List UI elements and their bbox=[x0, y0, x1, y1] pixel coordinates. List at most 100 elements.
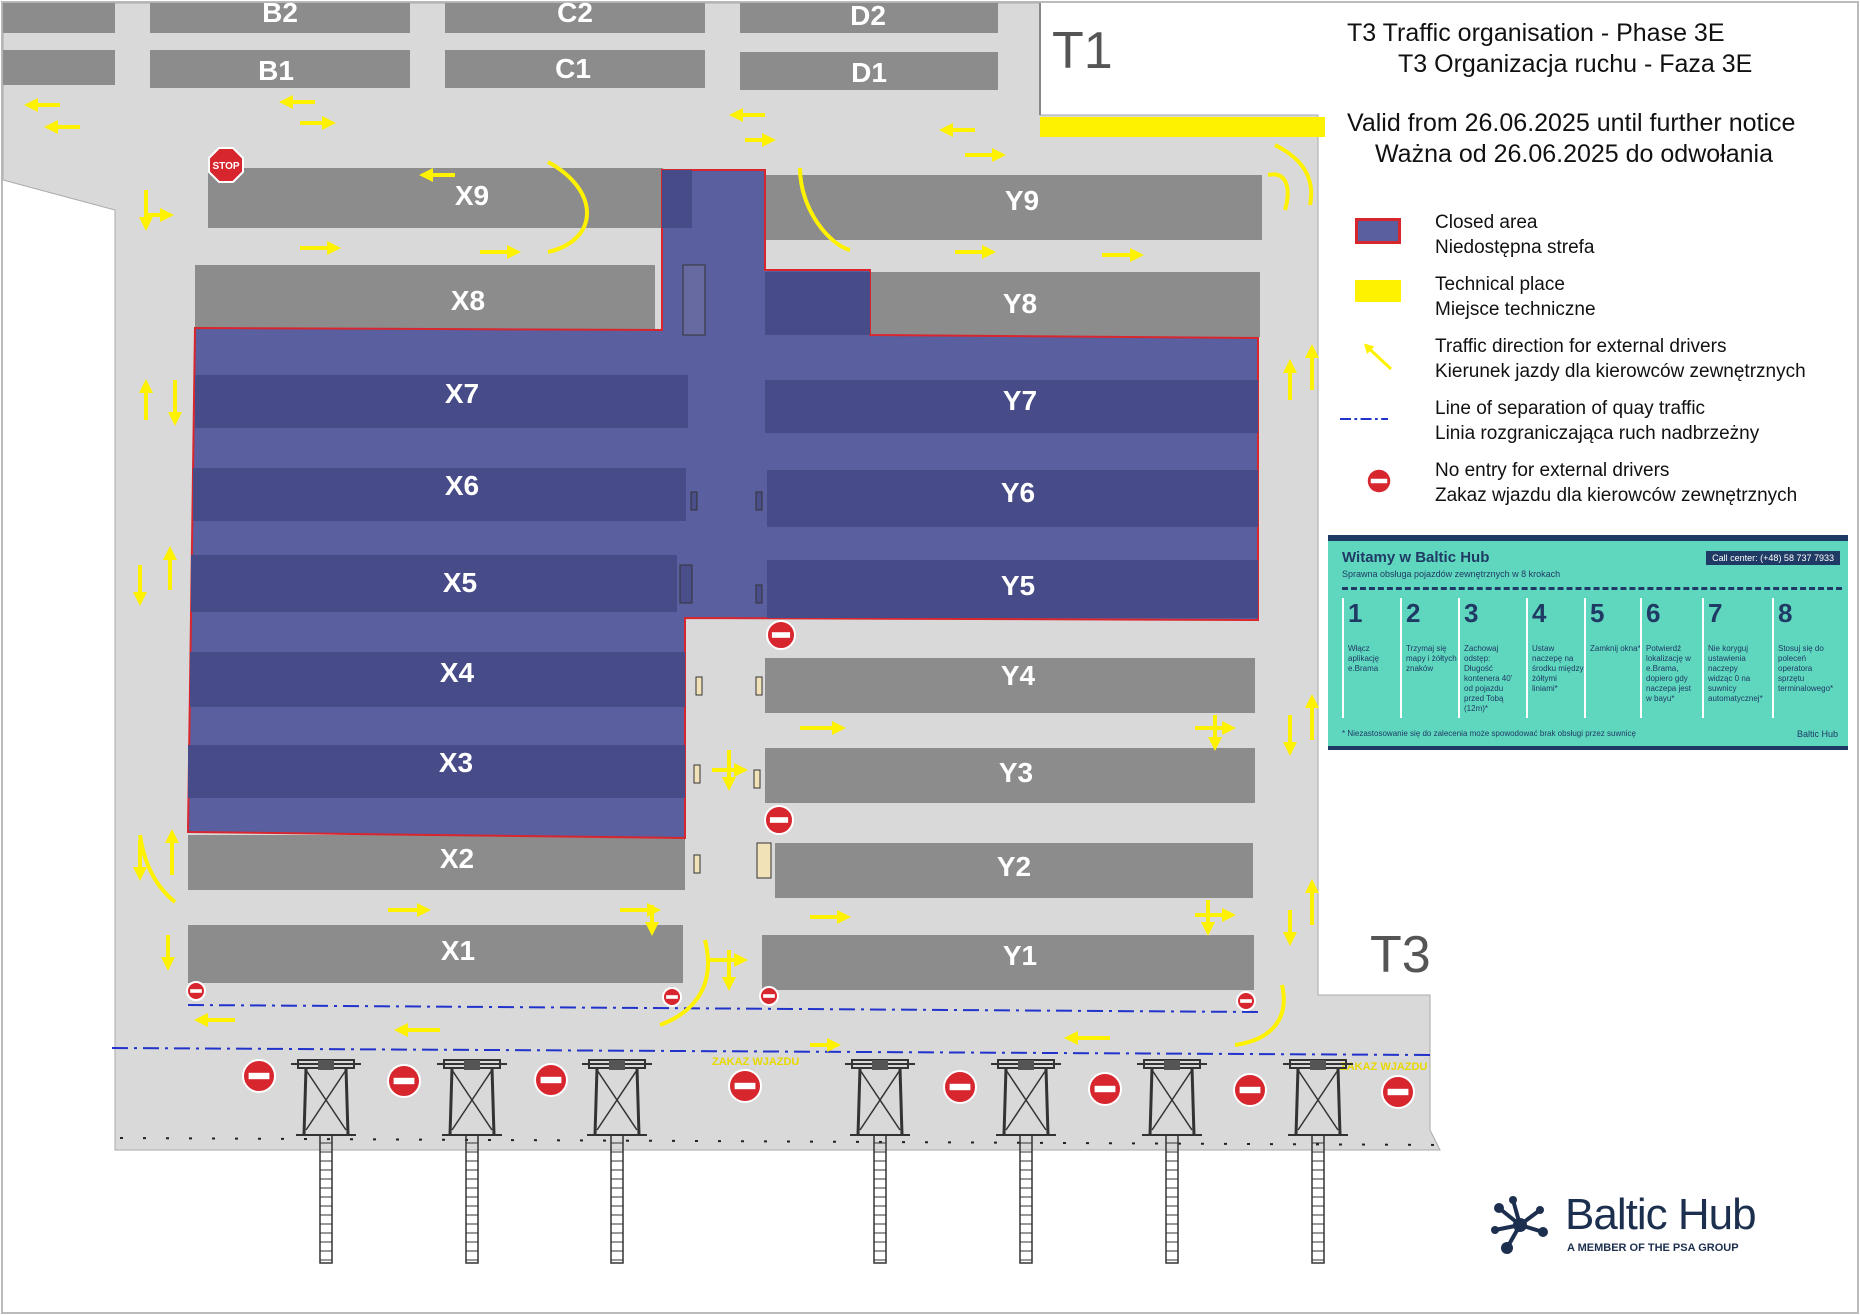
traffic-arrow bbox=[279, 95, 315, 109]
block-B2 bbox=[150, 3, 410, 33]
traffic-arrow bbox=[1283, 910, 1297, 946]
closed-block-Y8 bbox=[765, 272, 870, 335]
legend-en: Closed area bbox=[1435, 212, 1538, 233]
step-number: 2 bbox=[1406, 598, 1421, 628]
step-text: Potwierdź lokalizację w e.Brama, dopiero… bbox=[1646, 644, 1691, 703]
traffic-arrow bbox=[44, 120, 80, 134]
step-number: 1 bbox=[1348, 598, 1363, 628]
zone-label-T1: T1 bbox=[1052, 22, 1113, 80]
label-Y4: Y4 bbox=[1001, 660, 1036, 691]
traffic-arrow bbox=[712, 763, 748, 777]
legend-pl: Niedostępna strefa bbox=[1435, 237, 1595, 258]
no-entry-sign bbox=[186, 981, 206, 1001]
traffic-arrow bbox=[1305, 694, 1319, 740]
no-entry-sign bbox=[1236, 991, 1256, 1011]
baltic-hub-logo-icon bbox=[1491, 1196, 1548, 1254]
step-text: Włącz aplikację e.Brama bbox=[1348, 644, 1380, 673]
legend-closed-area: Closed area Niedostępna strefa bbox=[1355, 210, 1855, 268]
legend-en: Technical place bbox=[1435, 274, 1565, 295]
closed-block-X9 bbox=[662, 170, 692, 228]
label-X1: X1 bbox=[441, 935, 475, 966]
label-X2: X2 bbox=[440, 843, 474, 874]
label-X8: X8 bbox=[451, 285, 485, 316]
traffic-arrow bbox=[1283, 359, 1297, 400]
traffic-arrow bbox=[722, 750, 736, 791]
traffic-arrows bbox=[24, 95, 1319, 1052]
validity-en: Valid from 26.06.2025 until further noti… bbox=[1347, 109, 1796, 137]
legend-en: Line of separation of quay traffic bbox=[1435, 398, 1706, 419]
lane-marker bbox=[693, 764, 701, 784]
ship-to-shore-crane bbox=[1137, 1059, 1207, 1264]
traffic-arrow bbox=[139, 379, 153, 420]
zone-label-T3: T3 bbox=[1370, 926, 1431, 984]
separation-line-inner bbox=[187, 1004, 1259, 1013]
call-center: Call center: (+48) 58 737 7933 bbox=[1706, 551, 1840, 565]
quay-cranes bbox=[291, 1059, 1353, 1264]
step-text: Ustaw naczepę na środku między żółtymi l… bbox=[1532, 644, 1584, 693]
ship-to-shore-crane bbox=[291, 1059, 361, 1264]
traffic-arrow-curved bbox=[138, 834, 177, 904]
step-number: 7 bbox=[1708, 598, 1723, 628]
traffic-arrow bbox=[745, 133, 776, 147]
legend-pl: Miejsce techniczne bbox=[1435, 299, 1596, 320]
legend-label: Line of separation of quay traffic Linia… bbox=[1435, 396, 1759, 446]
technical-place-swatch bbox=[1355, 280, 1401, 302]
no-entry-icon bbox=[1367, 469, 1391, 493]
traffic-arrow bbox=[1064, 1031, 1110, 1045]
step-text: Stosuj się do poleceń operatora sprzętu … bbox=[1778, 644, 1834, 693]
traffic-arrow bbox=[168, 380, 182, 426]
top-blocks bbox=[3, 3, 998, 90]
panel-logo: Baltic Hub bbox=[1796, 729, 1838, 739]
traffic-arrow bbox=[480, 245, 521, 259]
traffic-arrow-curved bbox=[659, 939, 710, 1027]
step-text: Nie koryguj ustawienia naczepy widząc 0 … bbox=[1708, 644, 1763, 703]
traffic-arrow bbox=[810, 910, 851, 924]
traffic-arrow bbox=[163, 546, 177, 590]
step-number: 6 bbox=[1646, 598, 1661, 628]
block-D2 bbox=[740, 3, 998, 33]
traffic-arrow bbox=[1201, 900, 1215, 936]
traffic-arrow bbox=[1195, 721, 1236, 735]
no-entry-signs bbox=[186, 620, 1415, 1109]
traffic-arrow-icon bbox=[1364, 343, 1393, 371]
ship-to-shore-crane bbox=[991, 1059, 1061, 1264]
traffic-arrow-curved bbox=[547, 160, 589, 254]
no-entry-sign bbox=[242, 1059, 276, 1093]
legend-label: Technical place Miejsce techniczne bbox=[1435, 272, 1596, 322]
separation-line-icon bbox=[1340, 417, 1388, 421]
block-Y2 bbox=[775, 843, 1253, 898]
label-D1: D1 bbox=[851, 57, 887, 88]
lane-marker bbox=[756, 842, 772, 879]
panel-subtitle: Sprawna obsługa pojazdów zewnętrznych w … bbox=[1342, 569, 1561, 579]
traffic-arrow bbox=[729, 108, 765, 122]
traffic-arrow bbox=[24, 98, 60, 112]
block-C2 bbox=[445, 3, 705, 33]
block-left-1 bbox=[3, 3, 115, 33]
traffic-arrow bbox=[1305, 344, 1319, 390]
no-entry-sign bbox=[1233, 1073, 1267, 1107]
block-Y8 bbox=[870, 272, 1260, 337]
legend-separation-line: Line of separation of quay traffic Linia… bbox=[1340, 396, 1855, 454]
no-entry-sign bbox=[1381, 1075, 1415, 1109]
closed-block-Y7 bbox=[765, 380, 1258, 433]
label-C1: C1 bbox=[555, 53, 591, 84]
closed-area bbox=[186, 169, 1259, 840]
logo-name: Baltic Hub bbox=[1565, 1190, 1757, 1239]
block-Y3 bbox=[765, 748, 1255, 803]
instruction-panel: Witamy w Baltic Hub Sprawna obsługa poja… bbox=[1328, 535, 1848, 750]
block-D1 bbox=[740, 52, 998, 90]
traffic-arrow bbox=[645, 905, 659, 936]
traffic-arrow-curved bbox=[798, 167, 851, 252]
lane-markers bbox=[679, 491, 772, 879]
closed-block-X5 bbox=[191, 555, 677, 612]
traffic-arrow bbox=[965, 148, 1006, 162]
ship-to-shore-crane bbox=[582, 1059, 652, 1264]
traffic-arrow bbox=[1208, 715, 1222, 751]
lane-marker bbox=[755, 584, 763, 604]
step-text: Zachowaj odstęp: Długość kontenera 40' o… bbox=[1464, 644, 1513, 713]
legend-pl: Linia rozgraniczająca ruch nadbrzeżny bbox=[1435, 423, 1760, 444]
lane-marker bbox=[690, 491, 698, 511]
